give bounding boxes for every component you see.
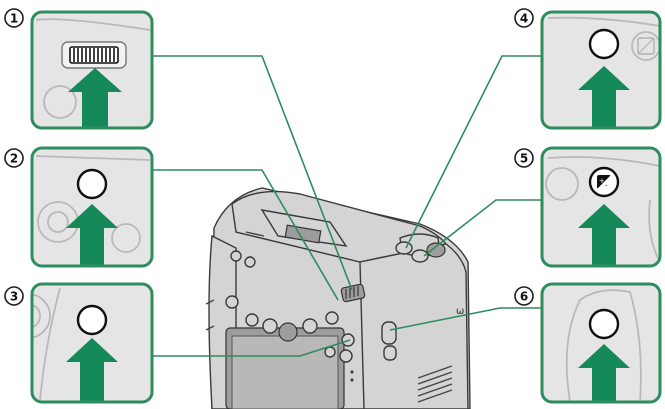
- svg-text:-: -: [605, 182, 608, 190]
- up-arrow-icon: [66, 204, 118, 266]
- function-button-2[interactable]: [76, 168, 108, 200]
- marker-3: 3: [4, 286, 24, 306]
- svg-text:2: 2: [10, 152, 18, 166]
- up-arrow-icon: [578, 66, 630, 128]
- svg-text:5: 5: [520, 152, 528, 166]
- panel-4: [540, 10, 662, 130]
- svg-text:3: 3: [10, 290, 18, 304]
- marker-1: 1: [4, 8, 24, 28]
- up-arrow-icon: [578, 204, 630, 266]
- svg-text:+: +: [599, 177, 605, 185]
- marker-2: 2: [4, 148, 24, 168]
- panel-1: [30, 10, 154, 130]
- function-button-6[interactable]: [588, 308, 620, 340]
- marker-6: 6: [514, 286, 534, 306]
- up-arrow-icon: [66, 338, 118, 402]
- svg-text:ω: ω: [456, 306, 464, 317]
- callout-lines: [152, 55, 542, 357]
- camera-illustration: ω: [205, 187, 471, 409]
- exposure-compensation-icon: [637, 37, 655, 55]
- exposure-compensation-icon: + -: [597, 175, 611, 190]
- svg-text:4: 4: [520, 12, 528, 26]
- function-button-3[interactable]: [76, 304, 108, 336]
- svg-text:6: 6: [520, 290, 528, 304]
- panel-6: [540, 282, 662, 404]
- up-arrow-icon: [68, 68, 122, 128]
- marker-5: 5: [514, 148, 534, 168]
- function-button-4[interactable]: [588, 28, 620, 60]
- svg-text:1: 1: [10, 12, 18, 26]
- marker-4: 4: [514, 8, 534, 28]
- up-arrow-icon: [578, 344, 630, 402]
- panel-5: + -: [540, 146, 662, 268]
- command-dial-icon: [69, 46, 119, 64]
- panel-2: [30, 146, 154, 268]
- panel-3: [30, 282, 154, 404]
